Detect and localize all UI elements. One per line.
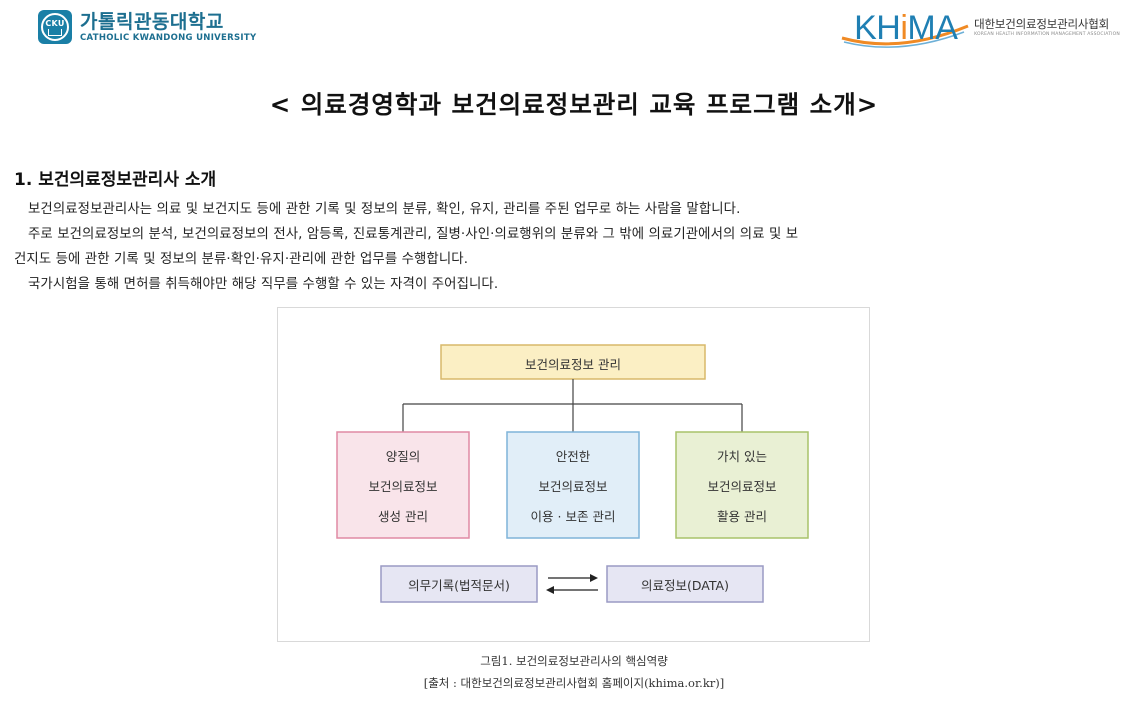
box-value — [675, 431, 809, 539]
top-box — [440, 344, 706, 380]
logo-word-rest: MA — [907, 9, 958, 47]
box-value-line1: 가치 있는 — [717, 449, 767, 464]
logo-word-k: KH — [854, 9, 901, 47]
swoosh-icon — [841, 24, 969, 48]
emblem-text: CKU — [45, 18, 65, 28]
figure-caption: 그림1. 보건의료정보관리사의 핵심역량 — [480, 654, 668, 668]
page-title: < 의료경영학과 보건의료정보관리 교육 프로그램 소개> — [269, 90, 879, 119]
university-name-en: CATHOLIC KWANDONG UNIVERSITY — [80, 32, 257, 43]
box-quality-line2: 보건의료정보 — [368, 479, 438, 494]
box-quality-line1: 양질의 — [385, 449, 421, 464]
university-logo: CKU 가톨릭관동대학교 CATHOLIC KWANDONG UNIVERSIT… — [38, 10, 256, 44]
medical-data-label: 의료정보(DATA) — [641, 578, 729, 593]
paragraph-1: 보건의료정보관리사는 의료 및 보건지도 등에 관한 기록 및 정보의 분류, … — [28, 202, 741, 217]
box-safe-line2: 보건의료정보 — [538, 479, 608, 494]
association-logo: KHiMA 대한보건의료정보관리사협회 KOREAN HEALTH INFORM… — [841, 8, 1120, 48]
figure-source: [출처 : 대한보건의료정보관리사협회 홈페이지(khima.or.kr)] — [423, 676, 725, 690]
paragraph-2: 주로 보건의료정보의 분석, 보건의료정보의 전사, 암등록, 진료통계관리, … — [28, 227, 799, 242]
box-medical-record — [380, 565, 538, 603]
top-box-label: 보건의료정보 관리 — [525, 357, 621, 372]
university-emblem-icon: CKU — [38, 10, 72, 44]
box-medical-data — [606, 565, 764, 603]
figure-diagram: 보건의료정보 관리 양질의 보건의료정보 생성 관리 안전한 보건의료정보 이용… — [277, 307, 870, 642]
university-name-kr: 가톨릭관동대학교 — [80, 10, 224, 33]
box-value-line2: 보건의료정보 — [707, 479, 777, 494]
box-safe-line3: 이용 · 보존 관리 — [530, 509, 616, 524]
arrow-left-icon — [546, 586, 554, 594]
box-value-line3: 활용 관리 — [717, 509, 767, 524]
medical-record-label: 의무기록(법적문서) — [408, 578, 510, 593]
association-name-kr: 대한보건의료정보관리사협회 — [974, 17, 1110, 31]
logo-word-i: i — [900, 9, 908, 47]
section-heading: 1. 보건의료정보관리사 소개 — [14, 170, 217, 190]
paragraph-3: 국가시험을 통해 면허를 취득해야만 해당 직무를 수행할 수 있는 자격이 주… — [28, 277, 499, 292]
box-safe — [506, 431, 640, 539]
association-name-en: KOREAN HEALTH INFORMATION MANAGEMENT ASS… — [974, 32, 1120, 37]
paragraph-2-continued: 건지도 등에 관한 기록 및 정보의 분류·확인·유지·관리에 관한 업무를 수… — [14, 252, 469, 267]
khima-logo-mark: KHiMA — [841, 8, 969, 48]
arrow-right-icon — [590, 574, 598, 582]
box-quality-line3: 생성 관리 — [378, 509, 428, 524]
box-safe-line1: 안전한 — [555, 449, 591, 464]
box-quality — [336, 431, 470, 539]
